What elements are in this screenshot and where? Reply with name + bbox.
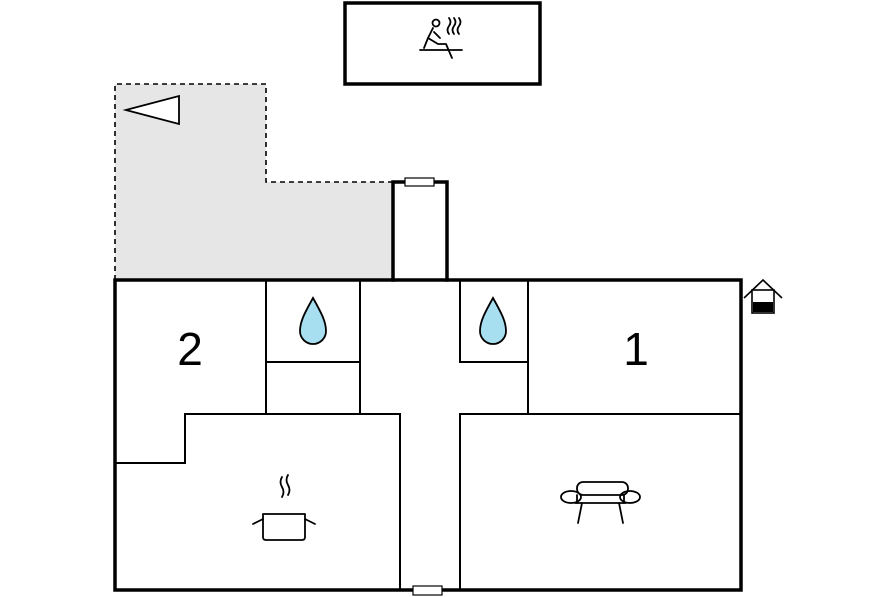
- room-label-1: 1: [623, 323, 649, 375]
- house-entrance-icon: [743, 278, 783, 314]
- door-bottom: [412, 585, 443, 596]
- sauna-icon: [419, 17, 463, 59]
- water-drop-icon: [299, 296, 327, 345]
- terrace-area: [115, 84, 393, 280]
- interior-walls: [114, 279, 742, 591]
- terrace-outline: [114, 83, 393, 280]
- water-drop-icon: [479, 296, 507, 345]
- room-label-2: 2: [177, 323, 203, 375]
- sofa-icon: [560, 481, 641, 524]
- door-top: [404, 177, 435, 187]
- corridor-wall: [391, 180, 449, 282]
- cooking-pot-icon: [252, 474, 316, 541]
- direction-arrow-icon: [122, 94, 180, 126]
